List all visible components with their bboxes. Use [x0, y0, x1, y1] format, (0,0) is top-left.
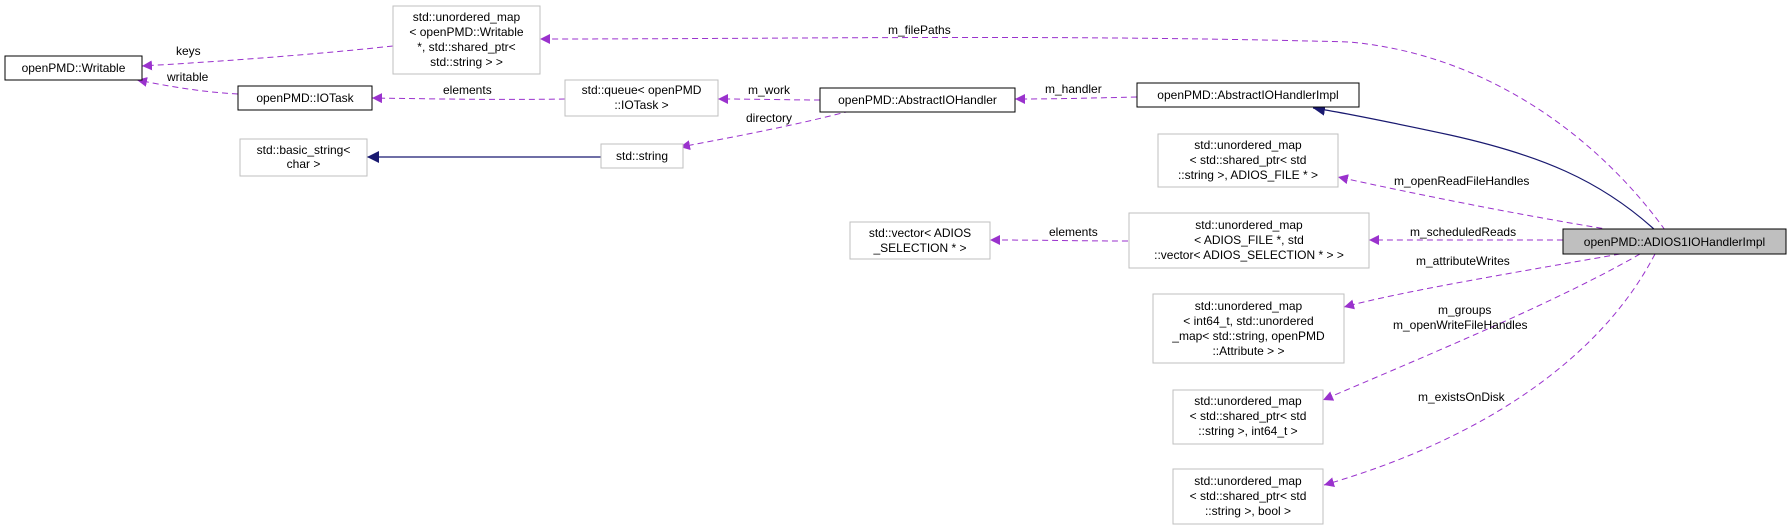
edge-m-filepaths: [539, 33, 1666, 231]
edge-label-m-work: m_work: [748, 83, 791, 97]
node-label: < ADIOS_FILE *, std: [1194, 233, 1304, 247]
edge-label-m-openreadfilehandles: m_openReadFileHandles: [1394, 174, 1529, 188]
node-label: < std::shared_ptr< std: [1190, 409, 1307, 423]
node-attribute-writes-map[interactable]: std::unordered_map < int64_t, std::unord…: [1152, 293, 1345, 364]
node-writable[interactable]: openPMD::Writable: [4, 55, 143, 81]
node-label: std::vector< ADIOS: [869, 226, 971, 240]
edge-m-groups: [1322, 253, 1641, 401]
node-label: openPMD::IOTask: [256, 91, 354, 105]
node-iotask[interactable]: openPMD::IOTask: [237, 85, 373, 111]
node-queue[interactable]: std::queue< openPMD ::IOTask >: [564, 79, 719, 117]
node-selection-vector[interactable]: std::vector< ADIOS _SELECTION * >: [849, 221, 991, 260]
node-scheduled-reads-map[interactable]: std::unordered_map < ADIOS_FILE *, std :…: [1128, 212, 1370, 269]
node-label: ::Attribute > >: [1212, 344, 1284, 358]
node-label: std::unordered_map: [1195, 299, 1303, 313]
node-label: std::unordered_map: [1194, 474, 1302, 488]
edge-label-m-handler: m_handler: [1045, 82, 1102, 96]
edge-m-openreadfilehandles: [1337, 174, 1613, 231]
edge-label-elements-iotask: elements: [443, 83, 492, 97]
node-abstract-handler[interactable]: openPMD::AbstractIOHandler: [819, 87, 1016, 113]
edges: keys writable elements m_work m_handler …: [136, 23, 1666, 488]
node-label: ::string >, int64_t >: [1198, 424, 1297, 438]
edge-label-writable: writable: [166, 70, 209, 84]
node-label: std::basic_string<: [257, 143, 351, 157]
node-label: std::queue< openPMD: [582, 83, 702, 97]
edge-writable: [136, 76, 239, 95]
edge-m-attributewrites: [1343, 253, 1621, 310]
node-label: _map< std::string, openPMD: [1171, 329, 1325, 343]
node-label: openPMD::AbstractIOHandlerImpl: [1157, 88, 1338, 102]
edge-m-existsondisk: [1323, 253, 1656, 488]
node-label: < std::shared_ptr< std: [1190, 153, 1307, 167]
edge-m-handler: [1014, 93, 1138, 104]
node-abstract-impl[interactable]: openPMD::AbstractIOHandlerImpl: [1136, 82, 1360, 108]
node-basic-string[interactable]: std::basic_string< char >: [239, 138, 368, 177]
node-label: *, std::shared_ptr<: [417, 40, 515, 54]
node-label: ::string >, bool >: [1205, 504, 1291, 518]
edge-elements-selection: [989, 235, 1129, 246]
edge-label-directory: directory: [746, 111, 792, 125]
edge-label-m-openwritefilehandles: m_openWriteFileHandles: [1393, 318, 1528, 332]
node-label: ::string >, ADIOS_FILE * >: [1178, 168, 1318, 182]
node-label: char >: [287, 157, 321, 171]
edge-label-m-filepaths: m_filePaths: [888, 23, 951, 37]
node-groups-map[interactable]: std::unordered_map < std::shared_ptr< st…: [1172, 389, 1324, 445]
edge-keys: [141, 45, 394, 71]
node-read-handles-map[interactable]: std::unordered_map < std::shared_ptr< st…: [1157, 133, 1339, 188]
node-adios1-impl[interactable]: openPMD::ADIOS1IOHandlerImpl: [1562, 228, 1787, 255]
edge-directory: [679, 110, 851, 151]
node-label: < std::shared_ptr< std: [1190, 489, 1307, 503]
edge-label-m-scheduledreads: m_scheduledReads: [1410, 225, 1516, 239]
node-label: ::vector< ADIOS_SELECTION * > >: [1154, 248, 1344, 262]
edge-label-m-attributewrites: m_attributeWrites: [1416, 254, 1510, 268]
node-label: < int64_t, std::unordered: [1183, 314, 1313, 328]
node-label: std::unordered_map: [1194, 138, 1302, 152]
node-label: std::unordered_map: [1195, 218, 1303, 232]
edge-label-m-groups: m_groups: [1438, 303, 1491, 317]
edge-label-keys: keys: [176, 44, 201, 58]
nodes: openPMD::Writable std::unordered_map < o…: [4, 5, 1787, 525]
node-label: std::unordered_map: [1194, 394, 1302, 408]
edge-elements-iotask: [371, 93, 566, 104]
edge-label-m-existsondisk: m_existsOnDisk: [1418, 390, 1506, 404]
node-label: < openPMD::Writable: [409, 25, 523, 39]
edge-label-elements-selection: elements: [1049, 225, 1098, 239]
node-label: std::unordered_map: [413, 10, 521, 24]
edge-m-work: [717, 94, 821, 105]
node-label: openPMD::ADIOS1IOHandlerImpl: [1584, 235, 1765, 249]
node-label: _SELECTION * >: [872, 241, 966, 255]
node-label: std::string > >: [430, 55, 503, 69]
edge-inherit-impl: [1312, 103, 1656, 231]
node-filepaths-map[interactable]: std::unordered_map < openPMD::Writable *…: [392, 5, 541, 75]
node-label: std::string: [616, 149, 668, 163]
node-string[interactable]: std::string: [600, 143, 684, 169]
node-exists-map[interactable]: std::unordered_map < std::shared_ptr< st…: [1172, 468, 1324, 525]
node-label: ::IOTask >: [614, 98, 668, 112]
node-label: openPMD::Writable: [22, 61, 126, 75]
node-label: openPMD::AbstractIOHandler: [838, 93, 997, 107]
